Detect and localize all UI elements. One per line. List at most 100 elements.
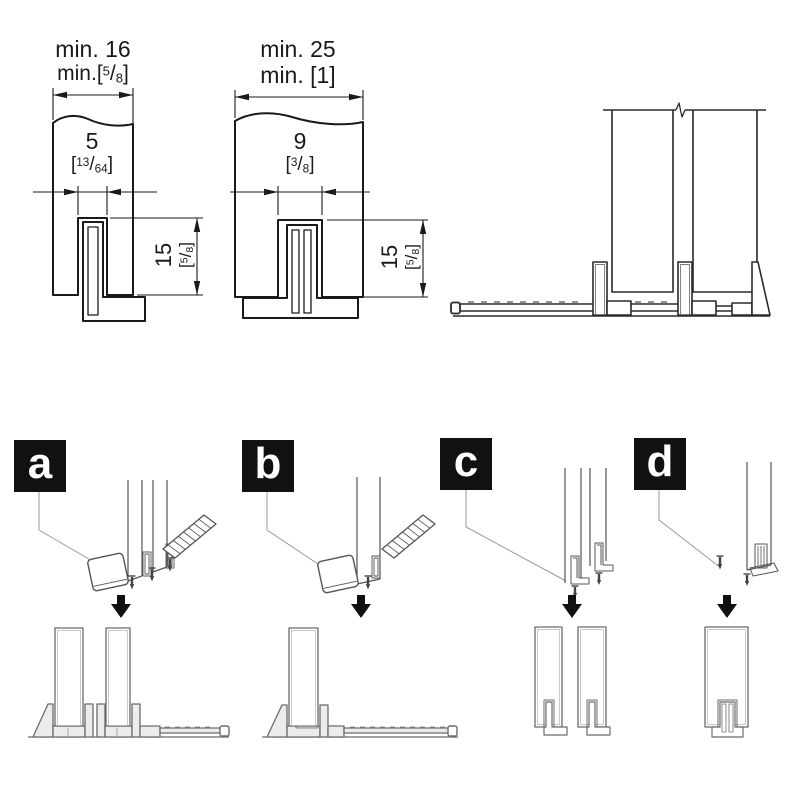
wedge-end-piece bbox=[266, 704, 288, 738]
ramp-piece bbox=[162, 514, 217, 559]
min-width-inch: min. [1] bbox=[260, 62, 336, 89]
groove-width-mm: 5 bbox=[85, 128, 99, 154]
dim-groove-depth-middle: 15 [5/8] bbox=[377, 225, 423, 289]
panel bbox=[288, 627, 319, 727]
support-block bbox=[731, 302, 753, 316]
l-clip bbox=[570, 555, 590, 585]
track-assembly-side-view bbox=[450, 102, 771, 317]
ramp-piece bbox=[381, 514, 436, 559]
step-d-result bbox=[704, 626, 749, 738]
step-badge-a: a bbox=[14, 439, 66, 492]
t-clip-base bbox=[749, 562, 779, 577]
groove-width-inch: [13/64] bbox=[70, 154, 114, 176]
screw-icon bbox=[716, 555, 724, 570]
step-b-result bbox=[262, 627, 458, 738]
ramp-end-cap bbox=[447, 725, 458, 737]
upstand-2 bbox=[677, 261, 693, 316]
dim-groove-depth-left: 15 [5/8] bbox=[151, 223, 197, 287]
step-letter: d bbox=[646, 437, 674, 486]
ramp-end-cap bbox=[450, 301, 461, 315]
upstand bbox=[96, 703, 106, 738]
t-profile-inner-right bbox=[303, 229, 312, 314]
screw-icon bbox=[166, 557, 174, 572]
l-profile-inner bbox=[87, 226, 99, 316]
step-letter: a bbox=[27, 439, 53, 488]
panel bbox=[105, 627, 131, 727]
t-clip bbox=[754, 543, 768, 569]
min-width-inch: min.[5/8] bbox=[57, 62, 129, 86]
dim-groove-width-middle: 9 [3/8] bbox=[260, 128, 340, 176]
step-a-illustration bbox=[87, 480, 217, 592]
wedge-end-piece bbox=[751, 261, 771, 316]
step-b-illustration bbox=[317, 477, 436, 594]
break-mark-icon bbox=[675, 102, 686, 118]
screw-icon bbox=[364, 575, 372, 590]
leader-line bbox=[465, 490, 567, 582]
step-a-art bbox=[28, 480, 230, 738]
step-c-illustration bbox=[564, 468, 614, 598]
min-width-mm: min. 25 bbox=[260, 36, 336, 62]
step-b-art bbox=[262, 477, 458, 738]
l-profile bbox=[543, 701, 568, 736]
dimensions-middle bbox=[230, 90, 428, 298]
down-arrow-icon bbox=[111, 595, 131, 618]
down-arrow-icon bbox=[562, 595, 582, 618]
l-profile bbox=[586, 701, 611, 736]
upstand bbox=[319, 704, 329, 738]
upstand-1-foot bbox=[606, 300, 632, 316]
l-clip bbox=[594, 542, 614, 572]
panel-cross-section-T bbox=[234, 112, 364, 319]
wedge-end-piece bbox=[32, 703, 54, 738]
panel-groove bbox=[277, 219, 323, 298]
upstand bbox=[84, 703, 94, 738]
cover-cap bbox=[317, 554, 359, 594]
down-arrow-icon bbox=[351, 595, 371, 618]
panel-outline bbox=[52, 114, 134, 296]
upstand bbox=[131, 703, 141, 738]
dim-min-width-left: min. 16 min.[5/8] bbox=[30, 36, 156, 87]
panel-2 bbox=[692, 110, 758, 293]
panel-cross-section-L bbox=[52, 114, 146, 322]
groove-depth-mm: 15 bbox=[377, 244, 402, 270]
t-profile bbox=[711, 701, 744, 738]
step-badge-b: b bbox=[242, 439, 294, 492]
panel bbox=[54, 627, 84, 727]
t-profile-outer bbox=[242, 224, 359, 319]
screw-icon bbox=[148, 567, 156, 582]
t-profile-inner-left bbox=[291, 229, 300, 314]
leader-line bbox=[658, 490, 722, 569]
groove-depth-mm: 15 bbox=[151, 242, 176, 268]
upstand-1 bbox=[592, 261, 608, 316]
groove-depth-inch: [5/8] bbox=[402, 244, 423, 270]
groove-depth-inch: [5/8] bbox=[176, 242, 197, 268]
step-c-result bbox=[534, 626, 611, 736]
step-d-art bbox=[658, 462, 779, 738]
step-letter: b bbox=[254, 439, 282, 488]
screw-icon bbox=[128, 575, 136, 590]
dimensions-left bbox=[33, 88, 203, 296]
panel-1 bbox=[611, 110, 674, 293]
panel-groove bbox=[77, 217, 108, 296]
dim-groove-width-left: 5 [13/64] bbox=[52, 128, 132, 176]
step-letter: c bbox=[453, 437, 479, 486]
step-a-result bbox=[28, 627, 230, 738]
groove-width-mm: 9 bbox=[293, 128, 307, 154]
ramp-strip bbox=[159, 727, 222, 734]
step-c-art bbox=[465, 468, 614, 736]
groove-width-inch: [3/8] bbox=[285, 154, 315, 176]
ramp-strip bbox=[343, 727, 450, 734]
ramp-end-cap bbox=[219, 725, 230, 737]
min-width-mm: min. 16 bbox=[55, 36, 131, 62]
upstand-2-foot bbox=[691, 300, 717, 316]
clip-bracket bbox=[371, 555, 381, 579]
screw-icon bbox=[595, 572, 603, 585]
step-d-illustration bbox=[716, 462, 779, 586]
step-badge-c: c bbox=[440, 437, 492, 490]
step-badge-d: d bbox=[634, 437, 686, 490]
down-arrow-icon bbox=[717, 595, 737, 618]
ramp-strip bbox=[453, 303, 593, 312]
dim-min-width-middle: min. 25 min. [1] bbox=[235, 36, 361, 88]
clip-bracket bbox=[142, 551, 152, 577]
